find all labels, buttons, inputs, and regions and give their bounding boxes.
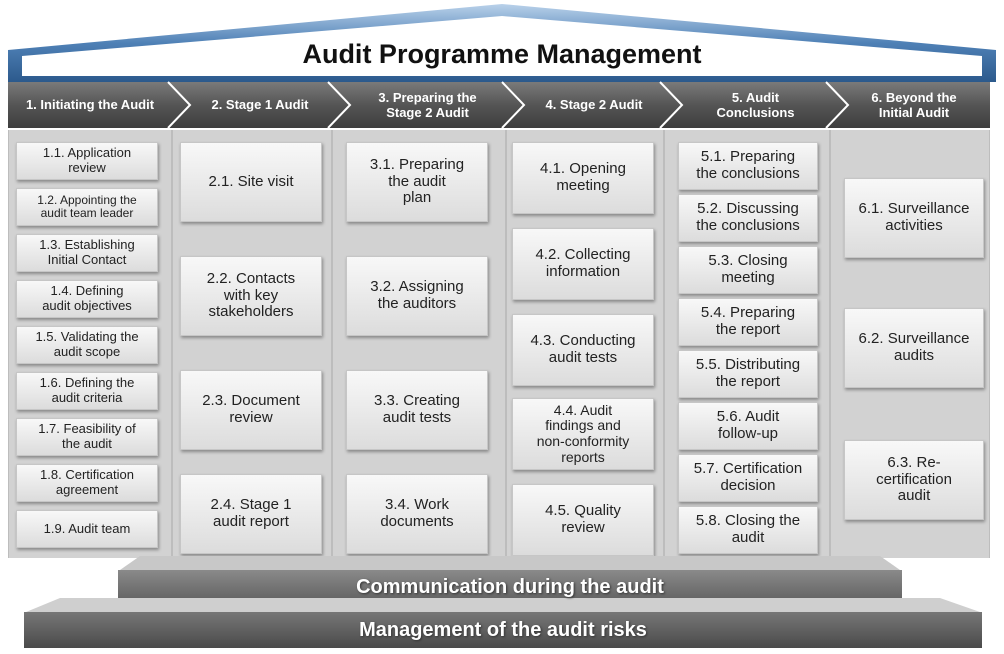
step-1-8: 1.8. Certification agreement [16, 464, 158, 502]
step-4-3: 4.3. Conducting audit tests [512, 314, 654, 386]
phase-1-label: 1. Initiating the Audit [25, 97, 155, 113]
phase-3-label: 3. Preparing the Stage 2 Audit [378, 89, 477, 120]
step-top-lower [26, 598, 980, 612]
step-top-upper [120, 556, 900, 570]
step-5-2: 5.2. Discussing the conclusions [678, 194, 818, 242]
step-1-2: 1.2. Appointing the audit team leader [16, 188, 158, 226]
step-4-2: 4.2. Collecting information [512, 228, 654, 300]
step-1-7: 1.7. Feasibility of the audit [16, 418, 158, 456]
step-2-3: 2.3. Document review [180, 370, 322, 450]
step-3-2: 3.2. Assigning the auditors [346, 256, 488, 336]
phase-5-label: 5. Audit Conclusions [716, 89, 795, 120]
risks-step [24, 612, 982, 648]
step-6-3: 6.3. Re- certification audit [844, 440, 984, 520]
step-1-4: 1.4. Defining audit objectives [16, 280, 158, 318]
step-1-6: 1.6. Defining the audit criteria [16, 372, 158, 410]
step-5-8: 5.8. Closing the audit [678, 506, 818, 554]
step-1-9: 1.9. Audit team [16, 510, 158, 548]
roof-title-panel [22, 16, 982, 76]
step-5-7: 5.7. Certification decision [678, 454, 818, 502]
step-3-3: 3.3. Creating audit tests [346, 370, 488, 450]
phase-6-label: 6. Beyond the Initial Audit [871, 89, 957, 120]
step-1-5: 1.5. Validating the audit scope [16, 326, 158, 364]
step-4-4: 4.4. Audit findings and non-conformity r… [512, 398, 654, 470]
step-4-5: 4.5. Quality review [512, 484, 654, 556]
step-6-2: 6.2. Surveillance audits [844, 308, 984, 388]
phase-bar [8, 81, 990, 129]
step-4-1: 4.1. Opening meeting [512, 142, 654, 214]
step-5-6: 5.6. Audit follow-up [678, 402, 818, 450]
step-2-1: 2.1. Site visit [180, 142, 322, 222]
roof [8, 4, 996, 82]
step-6-1: 6.1. Surveillance activities [844, 178, 984, 258]
phase-2-label: 2. Stage 1 Audit [211, 97, 309, 113]
step-5-3: 5.3. Closing meeting [678, 246, 818, 294]
step-1-3: 1.3. Establishing Initial Contact [16, 234, 158, 272]
step-2-4: 2.4. Stage 1 audit report [180, 474, 322, 554]
step-5-1: 5.1. Preparing the conclusions [678, 142, 818, 190]
diagram-title: Audit Programme Management [302, 38, 702, 69]
risks-label: Management of the audit risks [359, 618, 647, 641]
foundation [24, 556, 982, 648]
communication-label: Communication during the audit [356, 575, 664, 598]
step-1-1: 1.1. Application review [16, 142, 158, 180]
step-2-2: 2.2. Contacts with key stakeholders [180, 256, 322, 336]
step-3-1: 3.1. Preparing the audit plan [346, 142, 488, 222]
step-5-5: 5.5. Distributing the report [678, 350, 818, 398]
phase-4-label: 4. Stage 2 Audit [545, 97, 643, 113]
step-3-4: 3.4. Work documents [346, 474, 488, 554]
step-5-4: 5.4. Preparing the report [678, 298, 818, 346]
